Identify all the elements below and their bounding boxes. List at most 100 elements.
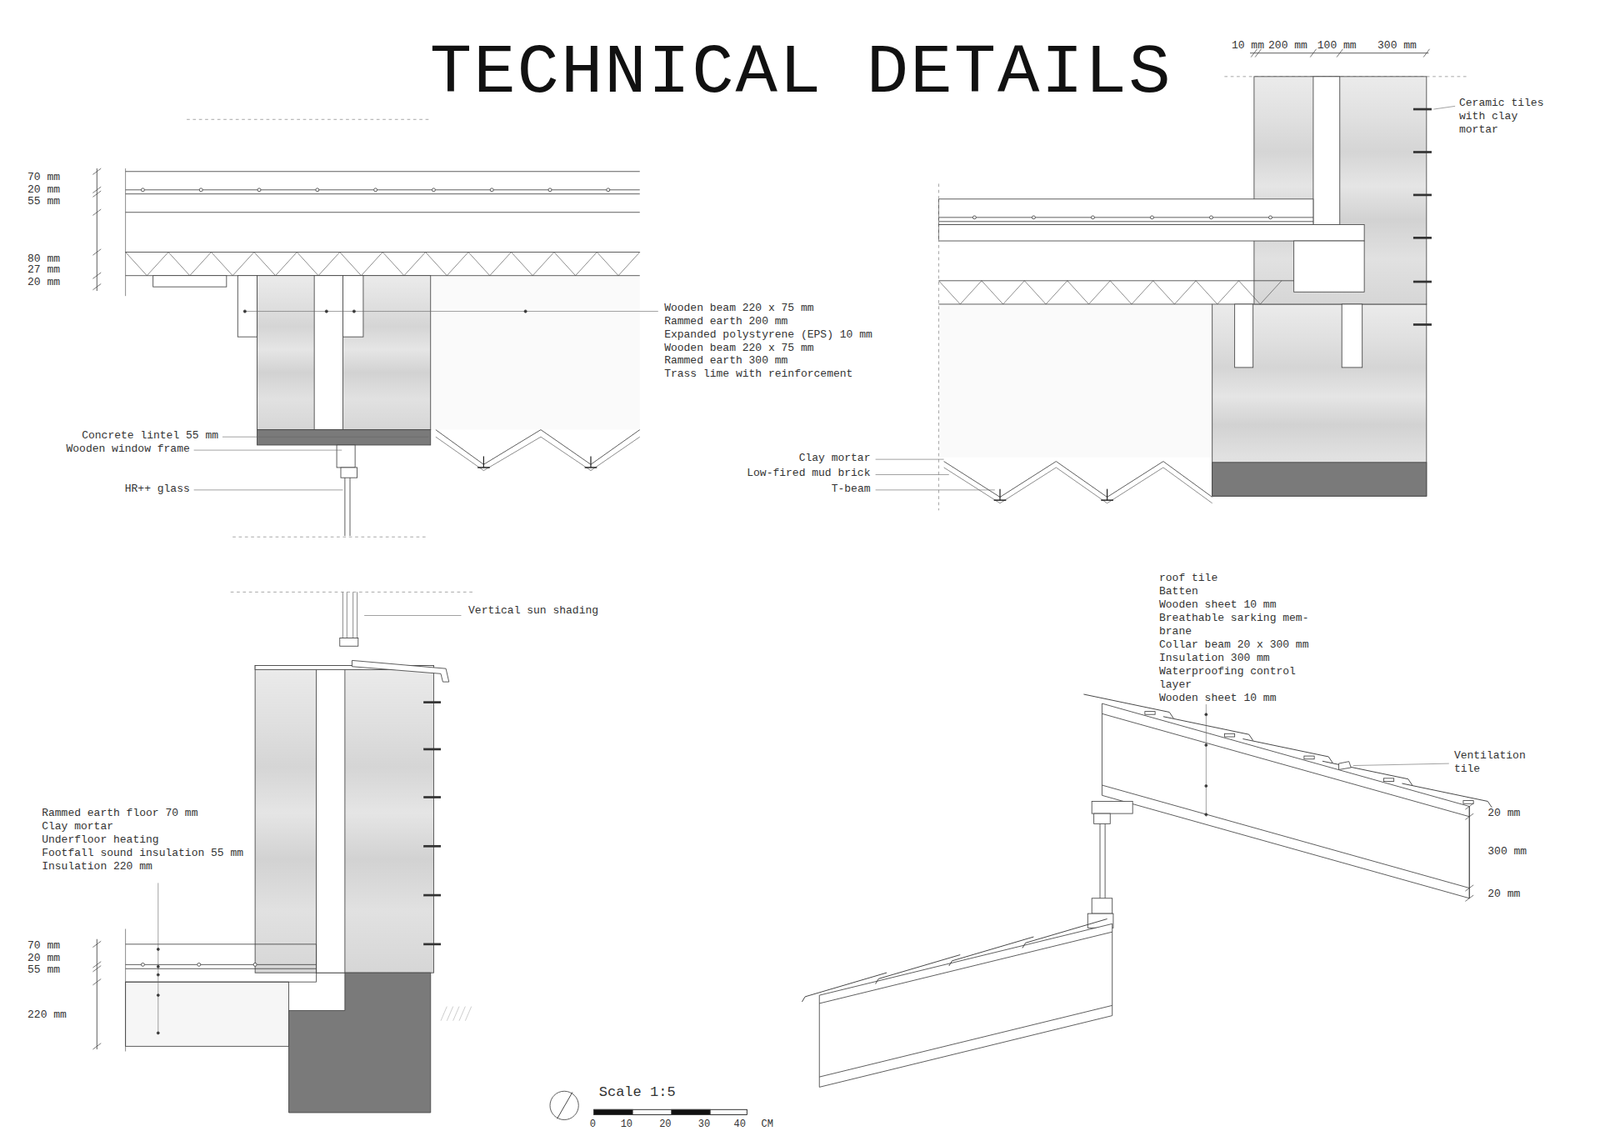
render-zone [430, 275, 640, 430]
layer-label: Wooden beam 220 x 75 mm [664, 301, 814, 315]
rammed-earth-wall [255, 665, 434, 974]
tile-anchor [1413, 236, 1432, 240]
sun-shading [352, 591, 354, 641]
t-beam [585, 466, 598, 468]
pipe [1210, 215, 1214, 220]
roof-layer [1101, 785, 1470, 888]
scale-number: 10 [620, 1118, 633, 1131]
rammed-earth-wall [1212, 304, 1427, 496]
north-symbol [550, 1090, 579, 1120]
dimension-label: 200 mm [1268, 39, 1308, 53]
roof-layer [819, 931, 1112, 1004]
window-frame [340, 467, 358, 478]
dimension-label: 100 mm [1317, 39, 1357, 53]
floor-insulation [125, 981, 290, 1046]
batten [1463, 800, 1474, 805]
scale-number: 30 [698, 1118, 710, 1131]
dimension-tick [92, 249, 101, 255]
window-sill [351, 660, 449, 682]
roof-deck [1101, 703, 1470, 899]
layer-label: Breathable sarking mem- brane [1159, 611, 1312, 639]
dimension-tick [92, 940, 101, 947]
dimension-tick [92, 168, 101, 175]
floor-layer [125, 981, 317, 983]
scale-number: CM [760, 1118, 773, 1131]
t-beam [994, 499, 1007, 500]
roof-deck [819, 923, 1112, 1087]
eave-fascia [1091, 800, 1133, 814]
dimension-tick [1310, 49, 1316, 58]
scale-number: 0 [590, 1118, 596, 1131]
window-frame [1094, 813, 1111, 824]
scale-bar [594, 1109, 634, 1115]
scale-label: Scale 1:5 [599, 1084, 676, 1101]
tile-anchor [1413, 150, 1432, 154]
leader-dot [1205, 744, 1208, 747]
pipe [431, 188, 435, 192]
batten [1304, 755, 1315, 760]
drawing-line [350, 477, 351, 536]
trass-lime-base [1212, 462, 1427, 496]
ground-hatch [440, 1006, 447, 1021]
tile-anchor [423, 748, 441, 751]
layer-label: Clay mortar [41, 820, 114, 834]
leader-dot [243, 310, 246, 313]
pipe [972, 215, 976, 220]
leader-line [875, 459, 945, 460]
pipe [1031, 215, 1035, 220]
leader-dot [156, 965, 160, 968]
sun-shading [342, 591, 344, 641]
eps-layer [316, 665, 345, 974]
leader-dot [156, 1031, 160, 1035]
ground-hatch [465, 1006, 471, 1021]
ventilation-tile [1339, 761, 1352, 770]
tile-anchor [423, 795, 441, 799]
dimension-label: 300 mm [1487, 845, 1527, 859]
leader-line [1205, 704, 1207, 817]
leader-line [157, 882, 159, 1033]
pipe [253, 962, 257, 966]
dimension-line [96, 939, 98, 1050]
layer-label: Wooden sheet 10 mm [1159, 691, 1276, 705]
leader-line [245, 310, 659, 312]
part-label: Ventilation tile [1454, 749, 1533, 776]
part-label: Concrete lintel 55 mm [81, 429, 219, 443]
floor-layer [125, 211, 640, 213]
dimension-tick [92, 283, 101, 290]
floor-layer [125, 968, 317, 970]
leader-line [1433, 105, 1455, 110]
pipe [490, 188, 494, 192]
leader-dot [156, 973, 160, 976]
dimension-label: 20 mm [27, 951, 60, 965]
scale-bar [671, 1109, 711, 1115]
dimension-label: 20 mm [27, 275, 60, 290]
layer-label: Wooden beam 220 x 75 mm [664, 341, 814, 355]
part-label: HR++ glass [125, 482, 190, 496]
dimension-label: 300 mm [1377, 39, 1417, 53]
window-frame [1091, 898, 1112, 914]
insulation-hatch [125, 252, 640, 276]
leader-line [875, 474, 950, 475]
roof-tile [949, 936, 1035, 966]
brick-vault [944, 461, 1213, 498]
pipe [1150, 215, 1154, 220]
sun-shading [346, 591, 348, 641]
page-title: TECHNICAL DETAILS [430, 38, 1173, 109]
drawing-line [344, 477, 345, 536]
layer-label: Insulation 220 mm [41, 860, 153, 874]
layer-label: Wooden sheet 10 mm [1159, 598, 1276, 612]
leader-line [222, 436, 429, 438]
beam-end [1294, 240, 1365, 292]
layer-label: roof tile [1159, 571, 1218, 585]
roof-layer [1101, 713, 1470, 816]
dimension-tick [1423, 49, 1430, 58]
dimension-tick [92, 1043, 101, 1050]
pipe [140, 962, 145, 966]
t-beam [590, 455, 591, 467]
drawing-line [939, 220, 1314, 222]
dimension-tick [1465, 803, 1474, 810]
leader-dot [156, 994, 160, 997]
dimension-label: 220 mm [27, 1008, 67, 1022]
